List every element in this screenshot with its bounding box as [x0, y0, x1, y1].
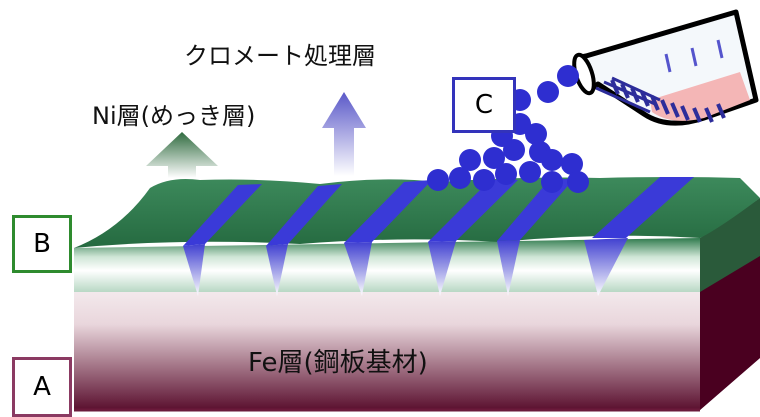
- fe-layer-side: [700, 254, 760, 410]
- chromate-layer-label: クロメート処理層: [184, 42, 376, 70]
- chromate-strip: [592, 177, 694, 238]
- chromate-strip: [266, 184, 342, 246]
- chromate-strip: [183, 184, 262, 246]
- flask-icon: [572, 9, 759, 126]
- penetration-v: [428, 241, 456, 296]
- chromate-strips: [183, 177, 694, 246]
- penetration-v: [497, 240, 520, 296]
- label-box-a: A: [12, 357, 72, 417]
- chromate-strip: [344, 180, 432, 243]
- penetration-v: [183, 244, 205, 296]
- chromate-arrow: [322, 92, 366, 176]
- fe-layer-front: [74, 254, 760, 410]
- penetration-v: [584, 238, 628, 296]
- ni-layer-side: [700, 198, 760, 292]
- ni-layer-label: Ni層(めっき層): [92, 102, 256, 130]
- label-box-b: B: [12, 215, 72, 273]
- label-box-c: C: [452, 77, 516, 133]
- chromate-drops: [427, 65, 589, 193]
- chromate-strip: [428, 180, 518, 242]
- fe-layer-label: Fe層(鋼板基材): [248, 348, 428, 378]
- ni-arrow: [146, 132, 218, 178]
- penetration-v: [344, 242, 372, 296]
- ni-layer-front: [74, 238, 700, 292]
- penetration-v: [266, 244, 288, 296]
- chromate-strip: [497, 179, 574, 241]
- penetrations: [183, 238, 628, 296]
